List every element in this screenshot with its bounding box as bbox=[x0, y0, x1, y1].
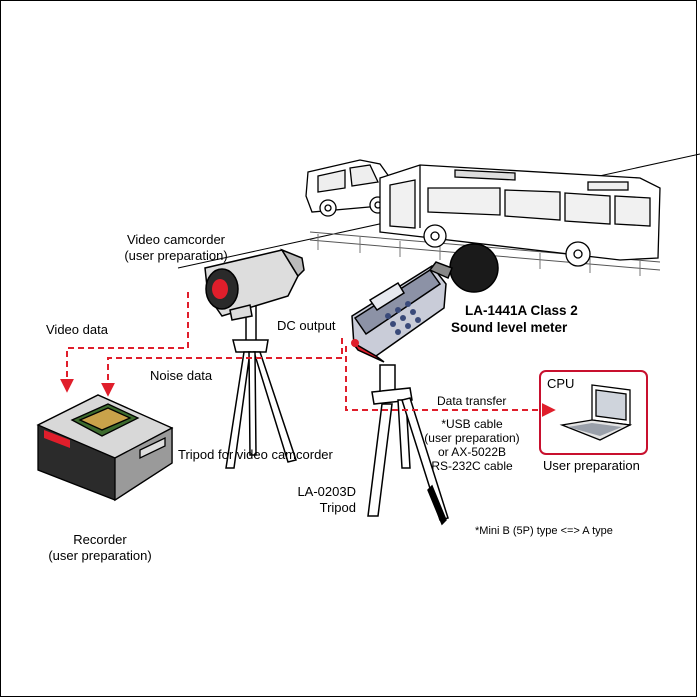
user-preparation-label: User preparation bbox=[543, 458, 640, 473]
sound-level-meter-icon bbox=[351, 243, 499, 363]
data-lines bbox=[60, 292, 556, 417]
recorder-icon bbox=[36, 394, 174, 502]
recorder-label: Recorder (user preparation) bbox=[48, 532, 152, 563]
sound-meter-model-label: LA-1441A Class 2 bbox=[465, 303, 578, 318]
cable-options-label: *USB cable (user preparation) or AX-5022… bbox=[424, 417, 520, 473]
sound-meter-name-label: Sound level meter bbox=[451, 320, 568, 335]
van-icon bbox=[305, 159, 396, 217]
video-data-label: Video data bbox=[46, 322, 108, 337]
video-camcorder-label: Video camcorder (user preparation) bbox=[124, 232, 228, 263]
noise-data-label: Noise data bbox=[150, 368, 213, 383]
cpu-box bbox=[539, 370, 648, 455]
tripod-icon bbox=[367, 364, 449, 526]
cpu-label: CPU bbox=[547, 376, 575, 391]
tripod-model-label: LA-0203D Tripod bbox=[297, 484, 356, 515]
data-transfer-label: Data transfer bbox=[437, 394, 507, 408]
tripod-video-label: Tripod for video camcorder bbox=[178, 447, 333, 462]
video-camcorder-icon bbox=[204, 248, 305, 321]
dc-output-label: DC output bbox=[277, 318, 336, 333]
footnote-label: *Mini B (5P) type <=> A type bbox=[475, 525, 613, 537]
data-endpoints bbox=[216, 285, 359, 347]
laptop-icon bbox=[559, 384, 633, 441]
bus-icon bbox=[379, 164, 661, 267]
